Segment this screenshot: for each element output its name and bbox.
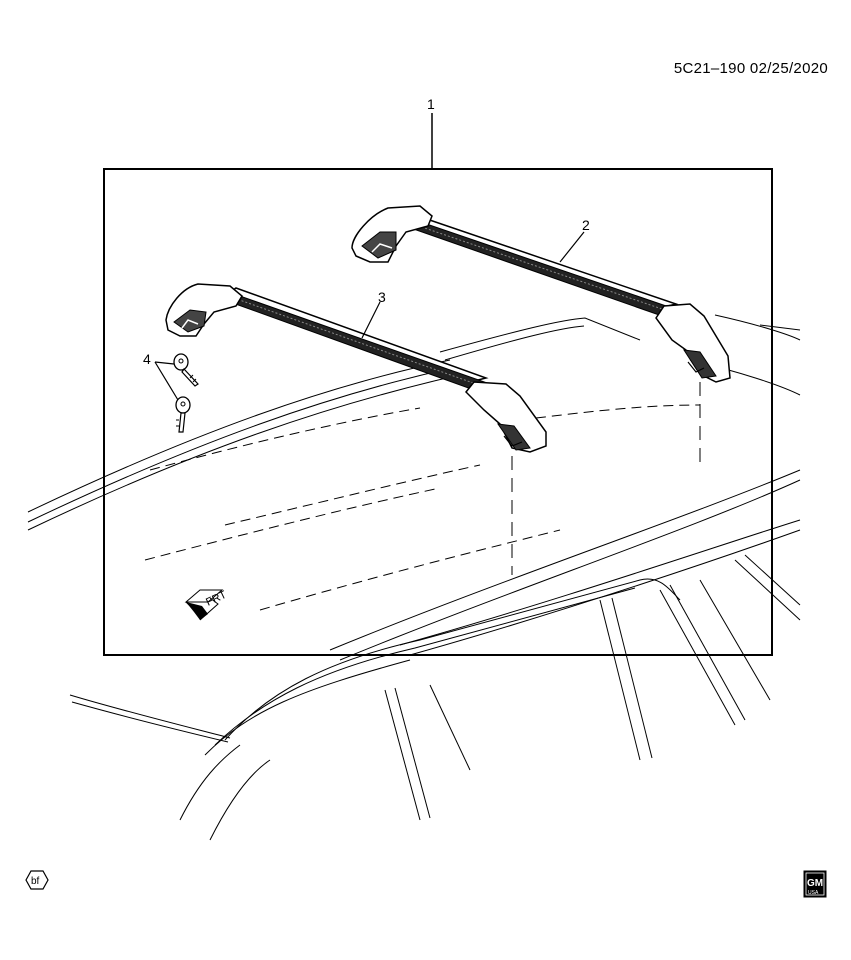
- gm-logo-subtext: USA: [808, 890, 819, 896]
- bf-symbol-label: bf: [31, 876, 40, 887]
- gm-logo-text: GM: [807, 878, 823, 889]
- crossbar-front: [165, 283, 547, 453]
- callout-2: 2: [582, 217, 590, 233]
- key-icon: [175, 396, 191, 433]
- bf-symbol: bf: [25, 870, 49, 890]
- front-direction-indicator: FRT: [184, 589, 229, 621]
- gm-logo: GM USA: [803, 870, 827, 898]
- assembly-frame: [103, 168, 773, 656]
- callout-4: 4: [143, 351, 151, 367]
- key-icon: [173, 353, 199, 387]
- diagram-code: 5C21–190 02/25/2020: [673, 60, 828, 77]
- callout-3: 3: [378, 289, 386, 305]
- crossbar-rear: [351, 205, 731, 383]
- lock-keys: [173, 353, 199, 433]
- vehicle-roof-outline: [27, 314, 801, 841]
- callout-1: 1: [427, 96, 435, 112]
